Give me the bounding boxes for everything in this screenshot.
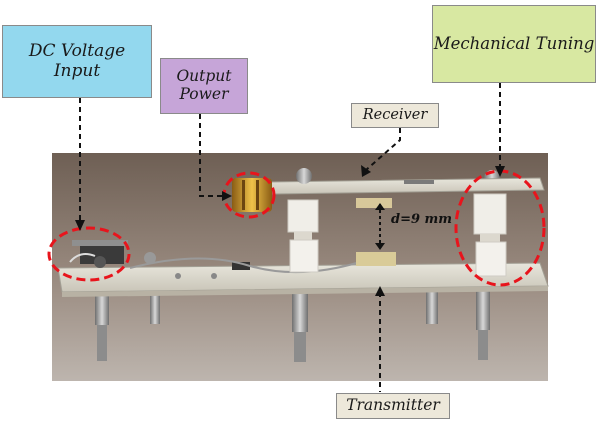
dc-voltage-input-label: DC Voltage Input — [2, 25, 152, 98]
resonator-coils — [356, 198, 396, 266]
dc-input-components — [69, 240, 156, 268]
distance-label: d=9 mm — [391, 212, 453, 227]
transmitter-label: Transmitter — [336, 393, 450, 419]
lower-standoffs — [95, 285, 490, 362]
transmitter-board — [57, 257, 549, 297]
sma-connector — [232, 178, 272, 212]
receiver-label: Receiver — [351, 103, 439, 128]
output-power-label: Output Power — [160, 58, 248, 114]
mechanical-tuning-label: Mechanical Tuning — [432, 5, 596, 83]
arrow-heads — [75, 165, 505, 296]
dashed-arrows — [79, 83, 501, 392]
middle-spacers — [287, 170, 507, 277]
